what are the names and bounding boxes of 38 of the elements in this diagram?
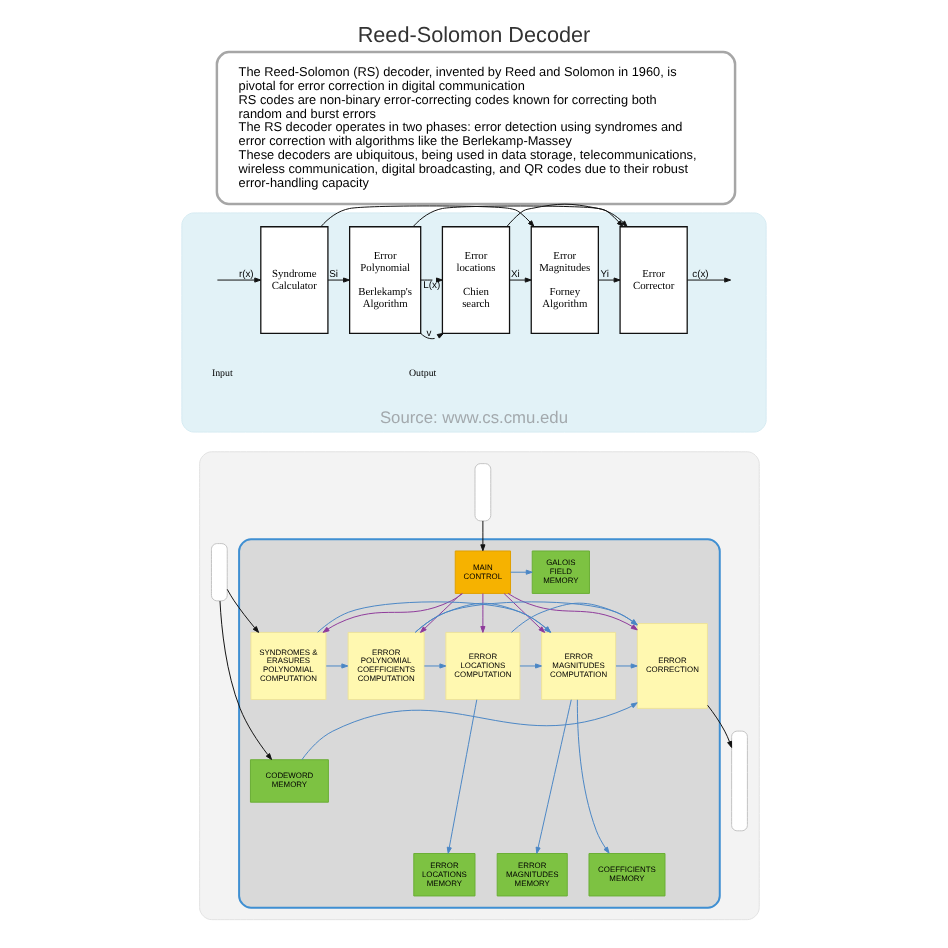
arrow — [509, 277, 532, 283]
arrow — [420, 332, 444, 340]
arrow — [707, 704, 733, 748]
arrow — [412, 205, 624, 228]
arrow — [317, 601, 552, 633]
arrow — [480, 593, 486, 633]
arrow — [420, 593, 462, 633]
arrow — [226, 588, 260, 633]
arrow — [325, 663, 349, 669]
arrow — [506, 203, 628, 228]
arrow — [507, 592, 638, 631]
arrow — [446, 699, 478, 854]
arrow — [322, 593, 464, 633]
arrow — [320, 205, 535, 228]
arrow — [216, 277, 262, 283]
arrow — [510, 569, 533, 575]
arrow — [535, 699, 572, 854]
arrow — [480, 520, 486, 552]
arrow — [301, 702, 638, 761]
arrow — [327, 277, 350, 283]
cluster — [199, 451, 760, 921]
arrow — [615, 663, 638, 669]
arrow — [519, 663, 542, 669]
arrow — [414, 601, 638, 633]
node-bar — [210, 543, 228, 602]
arrow — [414, 602, 552, 633]
arrow — [423, 663, 447, 669]
arrow — [503, 593, 546, 633]
arrow — [576, 699, 610, 854]
node-bar — [731, 730, 748, 832]
node-bar — [474, 463, 492, 522]
arrow — [511, 602, 638, 633]
arrow — [219, 600, 273, 760]
arrow — [420, 277, 443, 283]
arrow — [686, 277, 732, 283]
cluster — [238, 538, 721, 909]
arrow — [597, 277, 621, 283]
diagram-title: Reed-Solomon Decoder — [357, 23, 591, 48]
